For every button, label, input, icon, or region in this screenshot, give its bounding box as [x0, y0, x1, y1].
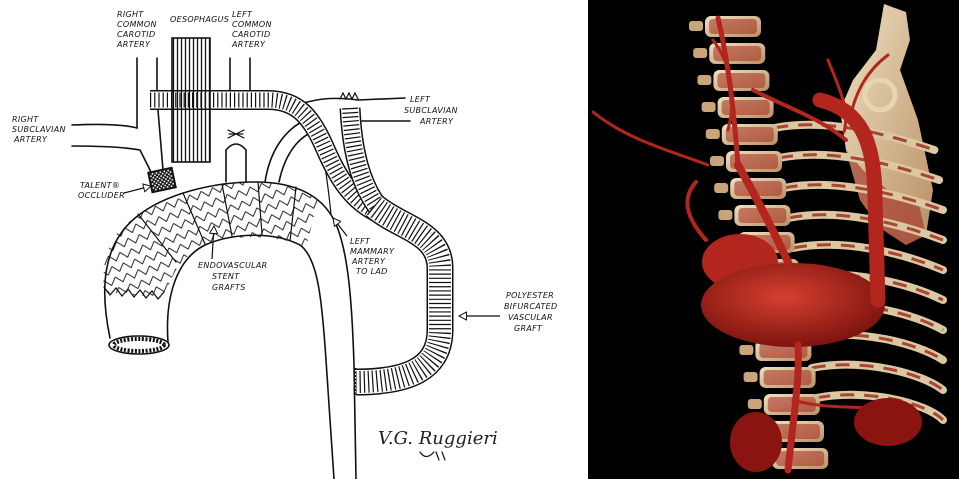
label-line: STENT	[212, 272, 240, 281]
ascending-aorta-end	[109, 336, 169, 354]
label-left-subclavian-artery: LEFT SUBCLAVIAN ARTERY	[404, 95, 461, 126]
label-oesophagus: OESOPHAGUS	[170, 15, 229, 24]
label-line: OCCLUDER	[78, 191, 125, 200]
brachiocephalic-trunk-wall	[158, 110, 163, 170]
label-line: ARTERY	[419, 117, 454, 126]
spinous-process	[702, 102, 716, 112]
label-line: ENDOVASCULAR	[198, 261, 268, 270]
signature-text: V.G. Ruggieri	[378, 428, 498, 449]
stent-mesh	[103, 182, 318, 298]
label-right-subclavian-artery: RIGHT SUBCLAVIAN ARTERY	[12, 115, 69, 144]
signature-flourish	[420, 452, 445, 460]
spinous-process	[744, 372, 758, 382]
graft-main-body	[356, 206, 440, 382]
vertebra-tissue	[717, 73, 765, 88]
spinous-process	[706, 129, 720, 139]
left-kidney	[730, 412, 782, 472]
label-line: POLYESTER	[506, 291, 554, 300]
artist-signature: V.G. Ruggieri	[378, 428, 498, 460]
label-left-mammary-artery-to-lad: LEFT MAMMARY ARTERY TO LAD	[350, 237, 397, 276]
ct-3d-render	[588, 0, 959, 479]
label-line: RIGHT	[12, 115, 39, 124]
label-line: TALENT®	[80, 181, 120, 190]
left-carotid-stump	[226, 144, 246, 182]
ct-reconstruction-panel	[588, 0, 959, 479]
aortic-repair-diagram: RIGHT COMMON CAROTID ARTERY OESOPHAGUS L…	[0, 0, 588, 479]
aorta-inner-wall	[167, 235, 334, 479]
label-line: CAROTID	[232, 30, 270, 39]
label-line: ARTERY	[13, 135, 48, 144]
label-line: LEFT	[350, 237, 371, 246]
surgical-diagram-panel: RIGHT COMMON CAROTID ARTERY OESOPHAGUS L…	[0, 0, 588, 479]
label-talent-occluder: TALENT® OCCLUDER	[78, 181, 125, 200]
label-line: LEFT	[410, 95, 431, 104]
heart	[701, 263, 885, 347]
spinous-process	[714, 183, 728, 193]
label-line: LEFT	[232, 10, 253, 19]
left-subclavian-origin-wall	[265, 120, 305, 182]
right-subclavian-wall	[72, 124, 137, 128]
label-line: SUBCLAVIAN	[12, 125, 66, 134]
label-line: RIGHT	[117, 10, 144, 19]
label-line: OESOPHAGUS	[170, 15, 229, 24]
right-subclavian-wall	[72, 146, 151, 172]
spinous-process	[718, 210, 732, 220]
label-line: GRAFTS	[212, 283, 246, 292]
vertebra-tissue	[722, 100, 770, 115]
label-line: CAROTID	[117, 30, 155, 39]
vertebra-tissue	[764, 370, 812, 385]
vertebra-tissue	[776, 451, 824, 466]
label-line: MAMMARY	[350, 247, 395, 256]
spinous-process	[739, 345, 753, 355]
left-subclavian-origin-wall	[279, 132, 312, 182]
spinous-process	[697, 75, 711, 85]
spinous-process	[693, 48, 707, 58]
talent-occluder	[148, 168, 176, 193]
spinous-process	[748, 399, 762, 409]
label-line: SUBCLAVIAN	[404, 106, 458, 115]
label-line: ARTERY	[116, 40, 151, 49]
right-kidney	[854, 398, 922, 446]
spinous-process	[710, 156, 724, 166]
talent-occluder-arrow	[124, 186, 151, 193]
label-line: VASCULAR	[508, 313, 553, 322]
label-line: GRAFT	[514, 324, 543, 333]
spinous-process	[689, 21, 703, 31]
label-line: ARTERY	[231, 40, 266, 49]
label-polyester-bifurcated-vascular-graft: POLYESTER BIFURCATED VASCULAR GRAFT	[504, 291, 560, 333]
label-endovascular-stent-grafts: ENDOVASCULAR STENT GRAFTS	[198, 261, 270, 292]
label-right-common-carotid-artery: RIGHT COMMON CAROTID ARTERY	[116, 10, 160, 49]
stump-ligature	[228, 130, 244, 138]
oesophagus	[172, 38, 210, 162]
endovascular-stent-grafts	[103, 182, 318, 299]
label-left-common-carotid-artery: LEFT COMMON CAROTID ARTERY	[231, 10, 275, 49]
label-line: BIFURCATED	[504, 302, 557, 311]
label-line: COMMON	[232, 20, 272, 29]
label-line: COMMON	[117, 20, 157, 29]
label-line: ARTERY	[351, 257, 386, 266]
label-line: TO LAD	[356, 267, 388, 276]
